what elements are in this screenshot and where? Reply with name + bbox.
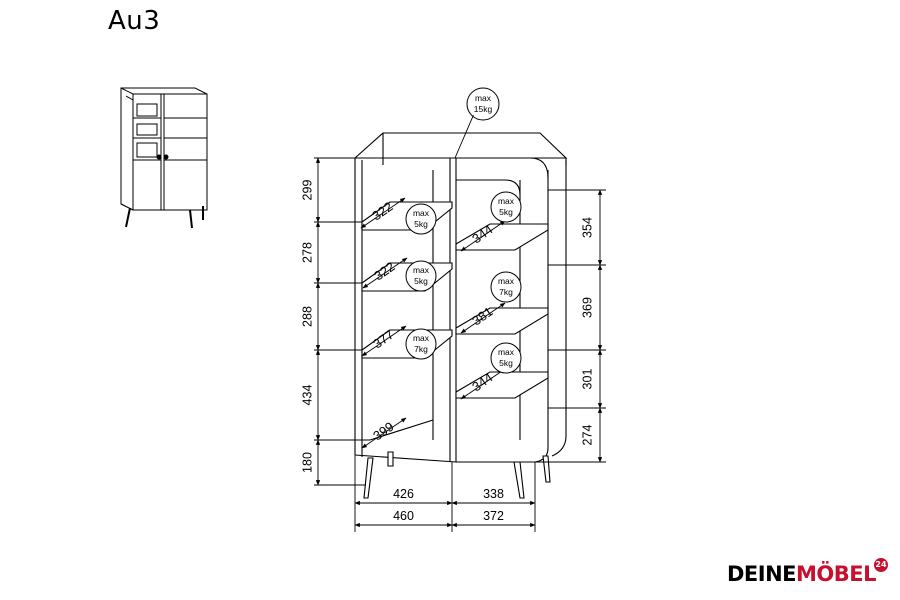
width-left-inner: 426 xyxy=(393,487,414,501)
top-load-line1: max xyxy=(475,93,492,103)
left-shelf-load-1-line1: max xyxy=(413,208,430,218)
model-code: Au3 xyxy=(108,6,161,36)
left-shelf-load-3-line1: max xyxy=(413,333,430,343)
top-load-circle xyxy=(466,87,500,121)
width-right-inner: 338 xyxy=(483,487,504,501)
left-shelf-load-3-circle xyxy=(405,328,437,360)
right-shelf-depth-1-arrow xyxy=(460,220,506,252)
left-height-3: 288 xyxy=(300,306,314,327)
right-height-2: 369 xyxy=(580,297,594,318)
left-height-4: 434 xyxy=(300,385,314,406)
brand-part2: MÖBEL xyxy=(796,562,876,586)
right-height-1: 354 xyxy=(580,217,594,238)
load-indicators: max15kgmax5kgmax5kgmax7kgmax5kgmax7kgmax… xyxy=(405,87,522,374)
width-right-outer: 372 xyxy=(483,509,504,523)
left-height-1: 299 xyxy=(300,180,314,201)
left-height-2: 278 xyxy=(300,242,314,263)
left-shelf-depth-3-arrow xyxy=(361,325,407,357)
dimension-lines xyxy=(315,157,603,528)
brand-part1: DEINE xyxy=(727,562,797,586)
brand-badge: 24 xyxy=(874,558,888,572)
right-shelf-load-3-circle xyxy=(490,342,522,374)
left-shelf-load-2-circle xyxy=(405,260,437,292)
right-shelf-load-2-line1: max xyxy=(498,276,515,286)
right-height-3: 301 xyxy=(580,369,594,390)
right-shelf-load-2-circle xyxy=(490,271,522,303)
right-shelf-load-1-line2: 5kg xyxy=(499,207,513,217)
right-shelf-load-3-line1: max xyxy=(498,347,515,357)
right-shelf-depth-2-arrow xyxy=(460,302,506,334)
left-shelf-load-1-line2: 5kg xyxy=(414,219,428,229)
right-shelf-load-1-line1: max xyxy=(498,196,515,206)
left-height-5: 180 xyxy=(300,452,314,473)
left-shelf-depth-2-arrow xyxy=(362,257,408,289)
main-cabinet xyxy=(314,132,606,532)
thumbnail-cabinet xyxy=(120,87,208,229)
left-shelf-load-2-line2: 5kg xyxy=(414,276,428,286)
right-shelf-load-1-circle xyxy=(490,191,522,223)
top-load-line2: 15kg xyxy=(474,104,493,114)
left-shelf-load-3-line2: 7kg xyxy=(414,344,428,354)
left-shelf-load-1-circle xyxy=(405,203,437,235)
top-load-leader xyxy=(454,115,474,159)
right-shelf-load-3-line2: 5kg xyxy=(499,358,513,368)
right-shelf-depth-3-arrow xyxy=(460,368,506,400)
left-shelf-depth-4-arrow xyxy=(361,417,407,449)
right-height-4: 274 xyxy=(580,425,594,446)
right-shelf-load-2-line2: 7kg xyxy=(499,287,513,297)
left-shelf-load-2-line1: max xyxy=(413,265,430,275)
left-shelf-depth-1-arrow xyxy=(360,197,406,229)
brand-logo: DEINEMÖBEL 24 xyxy=(727,558,888,586)
width-left-outer: 460 xyxy=(393,509,414,523)
